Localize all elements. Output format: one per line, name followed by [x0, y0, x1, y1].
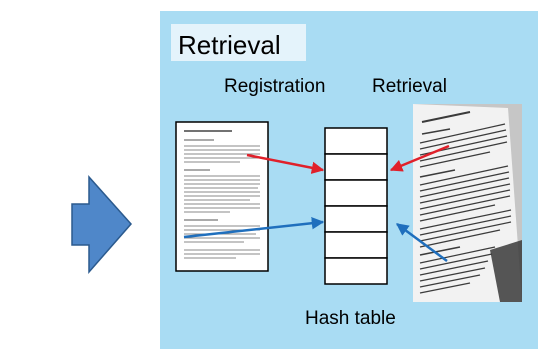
hash-table-cell — [324, 127, 388, 155]
panel-title-box — [171, 24, 306, 61]
hash-table-label: Hash table — [305, 308, 396, 329]
red-arrow-registration — [246, 153, 325, 174]
hash-table-cell — [324, 257, 388, 285]
right-arrow-icon — [71, 175, 133, 274]
red-arrow-retrieval — [389, 144, 450, 172]
hash-table-cell — [324, 179, 388, 207]
blue-arrow-registration — [183, 216, 325, 239]
registration-document — [175, 121, 269, 272]
blue-arrow-retrieval — [395, 222, 448, 263]
hash-table — [324, 127, 388, 285]
retrieval-photo — [413, 104, 522, 302]
hash-table-cell — [324, 231, 388, 259]
hash-table-cell — [324, 205, 388, 233]
hash-table-cell — [324, 153, 388, 181]
registration-label: Registration — [224, 76, 325, 97]
retrieval-label: Retrieval — [372, 76, 447, 97]
panel-title: Retrieval — [178, 30, 281, 60]
